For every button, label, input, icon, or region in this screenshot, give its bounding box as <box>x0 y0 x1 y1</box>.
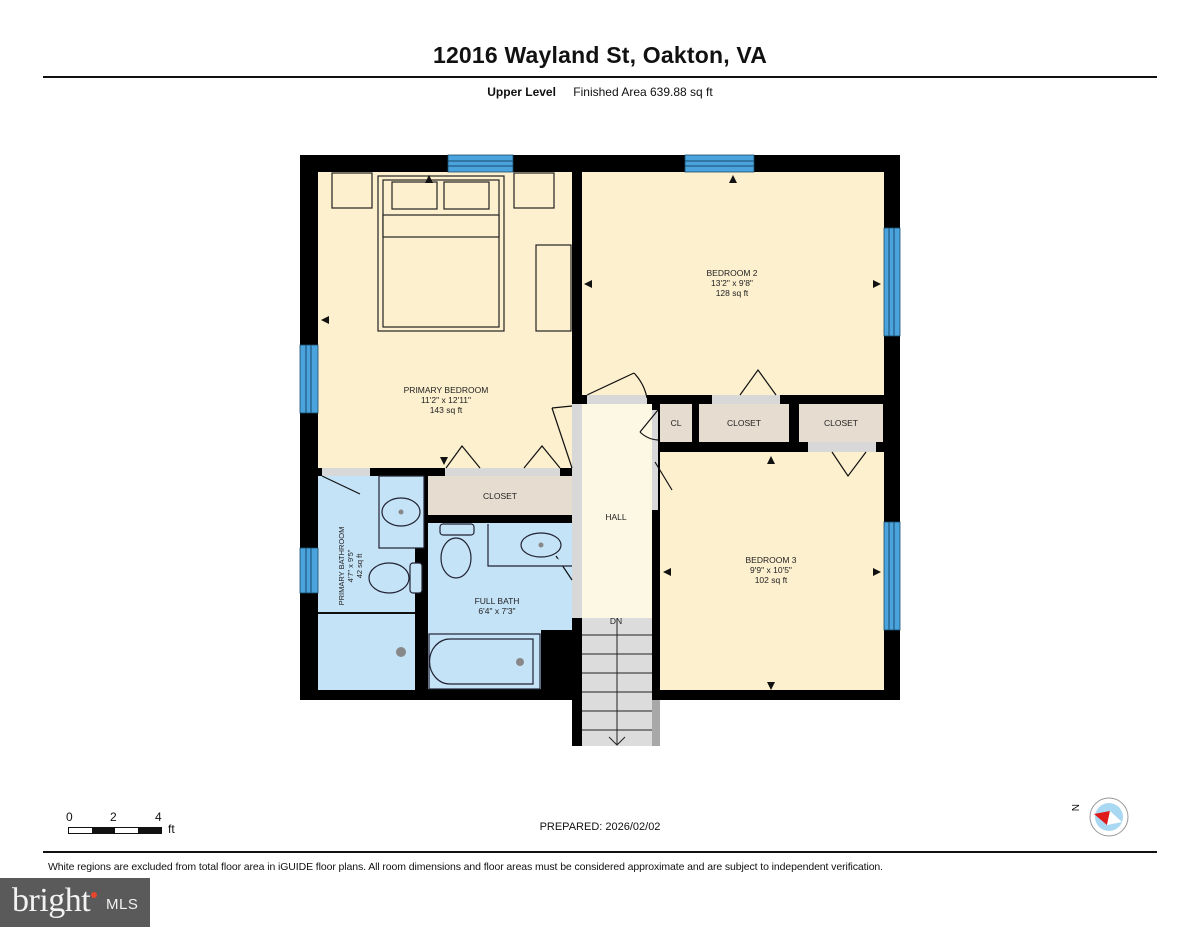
prepared-date: PREPARED: 2026/02/02 <box>539 821 661 833</box>
scale-bar: 0 2 4 ft <box>66 810 175 836</box>
window <box>684 154 755 173</box>
primary-bathroom-dims: 4'7" x 9'5" <box>346 549 355 582</box>
window <box>447 154 514 173</box>
bright-mls-logo: bright MLS <box>0 878 150 927</box>
closet-primary-label: CLOSET <box>483 491 517 501</box>
closet-b3-label: CLOSET <box>824 418 858 428</box>
bedroom2-dims: 13'2" x 9'8" <box>711 278 753 288</box>
window <box>299 547 319 594</box>
window <box>883 227 901 337</box>
room-closet-b2 <box>699 404 789 442</box>
room-closet-b3 <box>799 404 883 442</box>
full-bath-name: FULL BATH <box>475 596 520 606</box>
room-closet-cl <box>660 404 692 442</box>
svg-text:N: N <box>1072 804 1080 811</box>
primary-bedroom-name: PRIMARY BEDROOM <box>404 385 489 395</box>
bedroom3-area: 102 sq ft <box>755 575 788 585</box>
full-bath-dims: 6'4" x 7'3" <box>478 606 515 616</box>
room-bedroom-3 <box>660 452 884 690</box>
level-label: Upper Level <box>487 85 556 99</box>
room-bedroom-2 <box>582 172 884 395</box>
closet-b2-label: CLOSET <box>727 418 761 428</box>
title-divider <box>43 76 1157 78</box>
bedroom3-name: BEDROOM 3 <box>745 555 796 565</box>
compass-icon: N <box>1069 795 1132 840</box>
primary-bedroom-dims: 11'2" x 12'11" <box>421 395 471 405</box>
window <box>299 344 319 414</box>
page-title: 12016 Wayland St, Oakton, VA <box>432 42 768 68</box>
disclaimer: White regions are excluded from total fl… <box>48 861 883 873</box>
primary-bedroom-area: 143 sq ft <box>430 405 463 415</box>
bedroom2-area: 128 sq ft <box>716 288 749 298</box>
bedroom2-name: BEDROOM 2 <box>706 268 757 278</box>
finished-area: Finished Area 639.88 sq ft <box>573 85 713 99</box>
stairs-label: DN <box>610 616 622 626</box>
room-closet-primary <box>428 476 572 515</box>
room-hall <box>582 404 652 618</box>
bedroom3-dims: 9'9" x 10'5" <box>750 565 792 575</box>
level-info: Upper Level Finished Area 639.88 sq ft <box>0 85 1200 99</box>
primary-bathroom-area: 42 sq ft <box>355 553 364 579</box>
hall-label: HALL <box>605 512 627 522</box>
footer-divider <box>43 851 1157 853</box>
closet-cl-label: CL <box>671 418 682 428</box>
primary-bathroom-name: PRIMARY BATHROOM <box>337 527 346 606</box>
window <box>883 521 901 631</box>
